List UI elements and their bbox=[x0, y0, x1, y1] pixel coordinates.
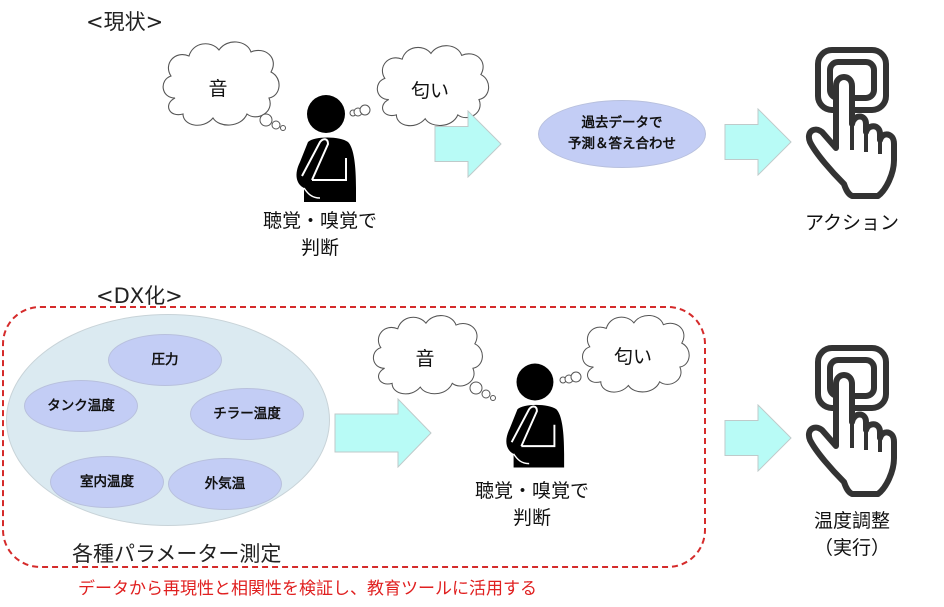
parameter-oval-outdoor-temp: 外気温 bbox=[168, 458, 282, 510]
prediction-line: 過去データで bbox=[581, 115, 663, 131]
action-caption: アクション bbox=[804, 212, 900, 234]
parameters-caption: 各種パラメーター測定 bbox=[72, 542, 282, 566]
dx-note: データから再現性と相関性を検証し、教育ツールに活用する bbox=[78, 579, 537, 599]
thought-cloud-smell: 匂い bbox=[566, 310, 700, 402]
caption-line: 判断 bbox=[300, 237, 339, 259]
thought-bubbles-icon bbox=[259, 113, 286, 131]
arrow-right-icon bbox=[434, 110, 502, 178]
caption-line: 聴覚・嗅覚で bbox=[262, 210, 377, 232]
dx-section-title: <DX化> bbox=[96, 284, 183, 308]
arrow-right-icon bbox=[334, 398, 432, 468]
parameter-oval-chiller-temp: チラー温度 bbox=[190, 388, 304, 440]
thought-cloud-sound: 音 bbox=[150, 36, 286, 136]
thought-cloud-smell: 匂い bbox=[360, 40, 500, 136]
caption-line: 判断 bbox=[512, 507, 551, 529]
parameter-oval-pressure: 圧力 bbox=[108, 334, 222, 386]
arrow-right-icon bbox=[724, 404, 792, 472]
cloud-label-sound: 音 bbox=[415, 348, 435, 370]
current-person-caption: 聴覚・嗅覚で 判断 bbox=[240, 208, 400, 262]
cloud-label-smell: 匂い bbox=[410, 80, 449, 102]
caption-line: 温度調整 bbox=[813, 510, 890, 532]
cloud-label-smell: 匂い bbox=[613, 346, 652, 368]
thought-bubbles-icon bbox=[349, 104, 371, 117]
tap-hand-icon bbox=[802, 342, 902, 502]
current-section-title: <現状> bbox=[86, 10, 164, 34]
dx-dashed-boundary bbox=[2, 306, 706, 568]
parameter-oval-room-temp: 室内温度 bbox=[50, 456, 164, 508]
dx-person-caption: 聴覚・嗅覚で 判断 bbox=[452, 478, 612, 532]
thought-bubbles-icon bbox=[469, 381, 496, 401]
thought-bubbles-icon bbox=[559, 371, 582, 384]
caption-line: （実行） bbox=[813, 537, 890, 559]
arrow-right-icon bbox=[724, 108, 792, 176]
prediction-line: 予測＆答え合わせ bbox=[568, 136, 676, 152]
thinking-person-icon bbox=[500, 362, 568, 470]
thinking-person-icon bbox=[290, 94, 360, 204]
prediction-oval: 過去データで 予測＆答え合わせ bbox=[538, 100, 706, 168]
parameter-oval-tank-temp: タンク温度 bbox=[24, 380, 138, 432]
thought-cloud-sound: 音 bbox=[360, 310, 490, 404]
temperature-adjust-caption: 温度調整 （実行） bbox=[780, 508, 924, 562]
tap-hand-icon bbox=[802, 44, 902, 204]
cloud-label-sound: 音 bbox=[208, 78, 228, 100]
caption-line: 聴覚・嗅覚で bbox=[474, 480, 589, 502]
